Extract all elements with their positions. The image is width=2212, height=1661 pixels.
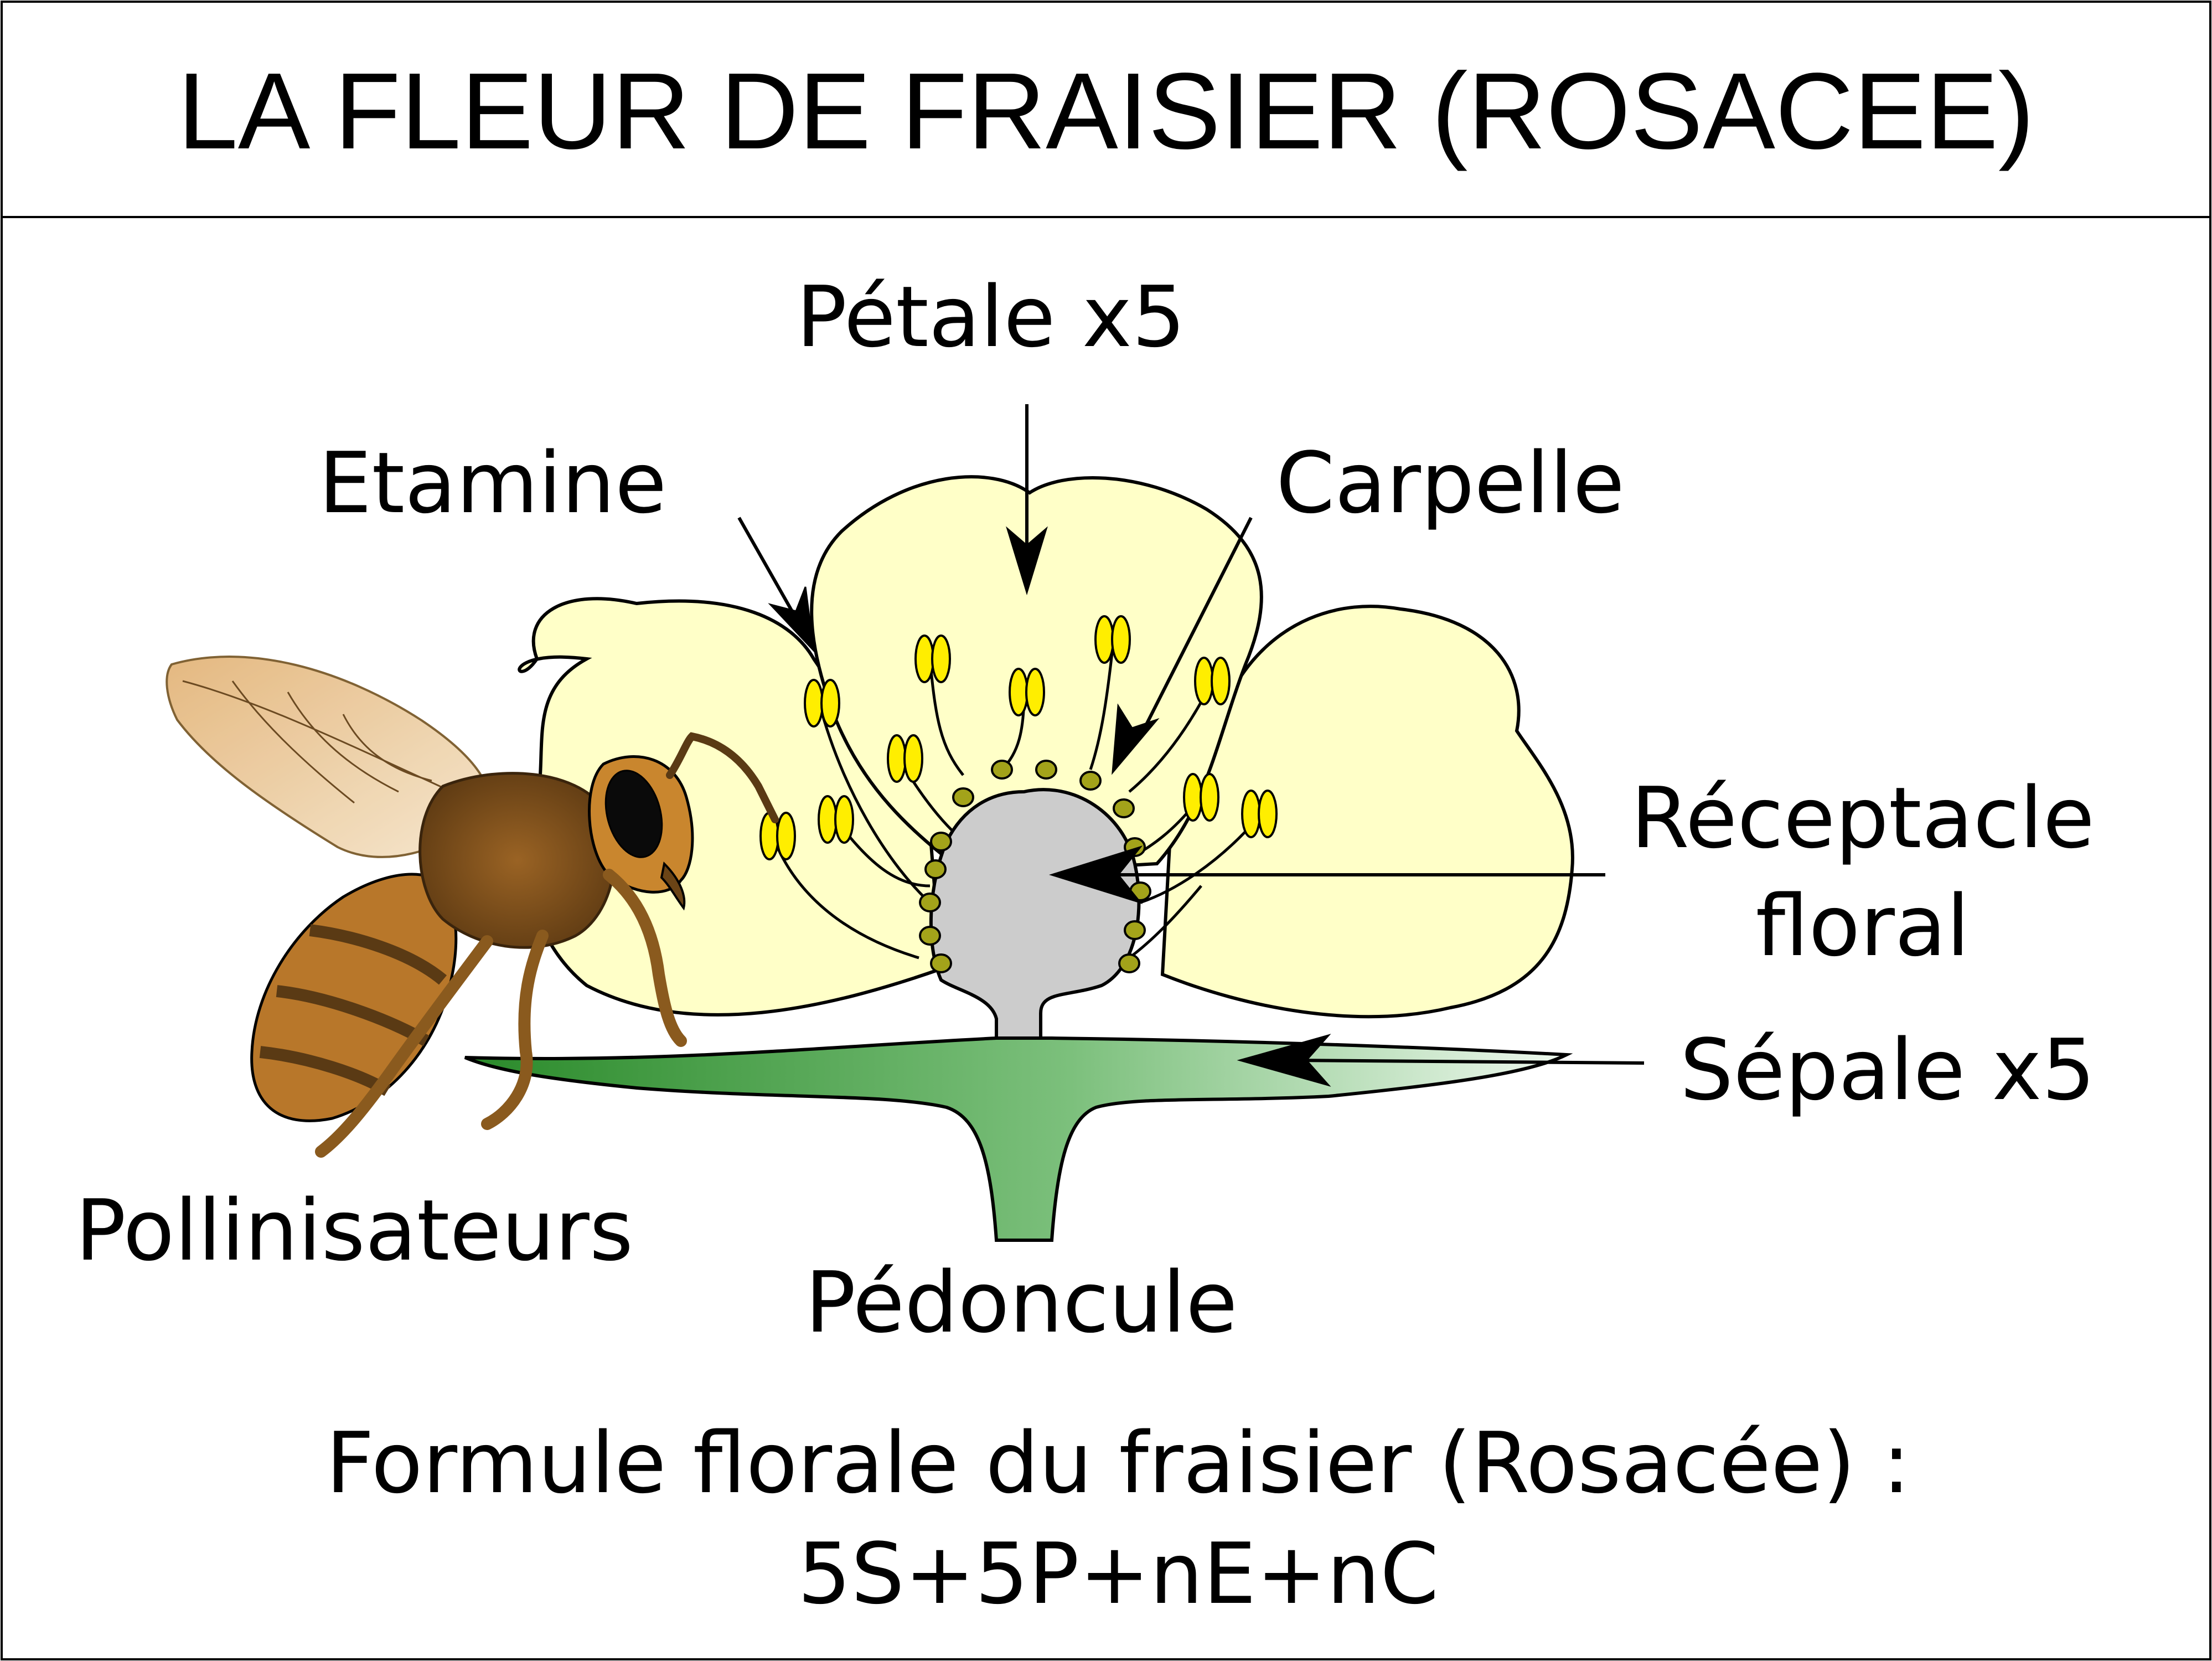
- bee-antenna: [666, 732, 779, 823]
- sepale-pointer-line: [1289, 1059, 1645, 1065]
- anther: [804, 679, 840, 728]
- bee-eye: [604, 770, 663, 858]
- anther: [1183, 773, 1219, 822]
- sepale-arrowhead: [1237, 1034, 1331, 1087]
- bee-legs: [315, 869, 687, 1158]
- etamine-arrowhead: [768, 586, 815, 653]
- anther: [759, 812, 796, 860]
- petal-right: [1160, 605, 1574, 1019]
- anther: [1009, 668, 1045, 716]
- anthers: [759, 615, 1278, 860]
- anther: [1094, 615, 1131, 664]
- label-receptacle-line1: Réceptacle: [1631, 769, 2095, 867]
- etamine-pointer-line: [737, 517, 799, 621]
- anther: [914, 635, 951, 683]
- bee-illustration: [166, 656, 779, 1158]
- label-pedoncule: Pédoncule: [805, 1254, 1237, 1352]
- carpelle-arrowhead: [1112, 703, 1160, 775]
- anther: [818, 795, 854, 844]
- receptacle-arrowhead: [1048, 845, 1143, 904]
- arrowheads: [768, 526, 1331, 1087]
- anther: [1241, 790, 1278, 838]
- bee-mandible: [660, 861, 686, 911]
- sepal: [464, 1036, 1573, 1242]
- bee-wing-veins: [182, 680, 477, 804]
- formula-expression: 5S+5P+nE+nC: [798, 1525, 1439, 1623]
- carpels: [919, 760, 1151, 973]
- anther: [887, 734, 923, 783]
- label-etamine: Etamine: [319, 434, 667, 532]
- formula-description: Formule florale du fraisier (Rosacée) :: [326, 1414, 1911, 1512]
- petal-arrowhead: [1006, 526, 1048, 596]
- label-petale: Pétale x5: [796, 268, 1185, 366]
- label-carpelle: Carpelle: [1276, 434, 1625, 532]
- bee-thorax: [418, 772, 616, 949]
- carpelle-pointer-line: [1139, 517, 1253, 737]
- label-pollinisateurs: Pollinisateurs: [75, 1182, 633, 1280]
- anther: [1194, 657, 1231, 705]
- page-title: LA FLEUR DE FRAISIER (ROSACEE): [178, 50, 2035, 172]
- pointer-lines: [737, 404, 1645, 1065]
- label-receptacle-line2: floral: [1756, 877, 1970, 975]
- label-sepale: Sépale x5: [1680, 1021, 2095, 1119]
